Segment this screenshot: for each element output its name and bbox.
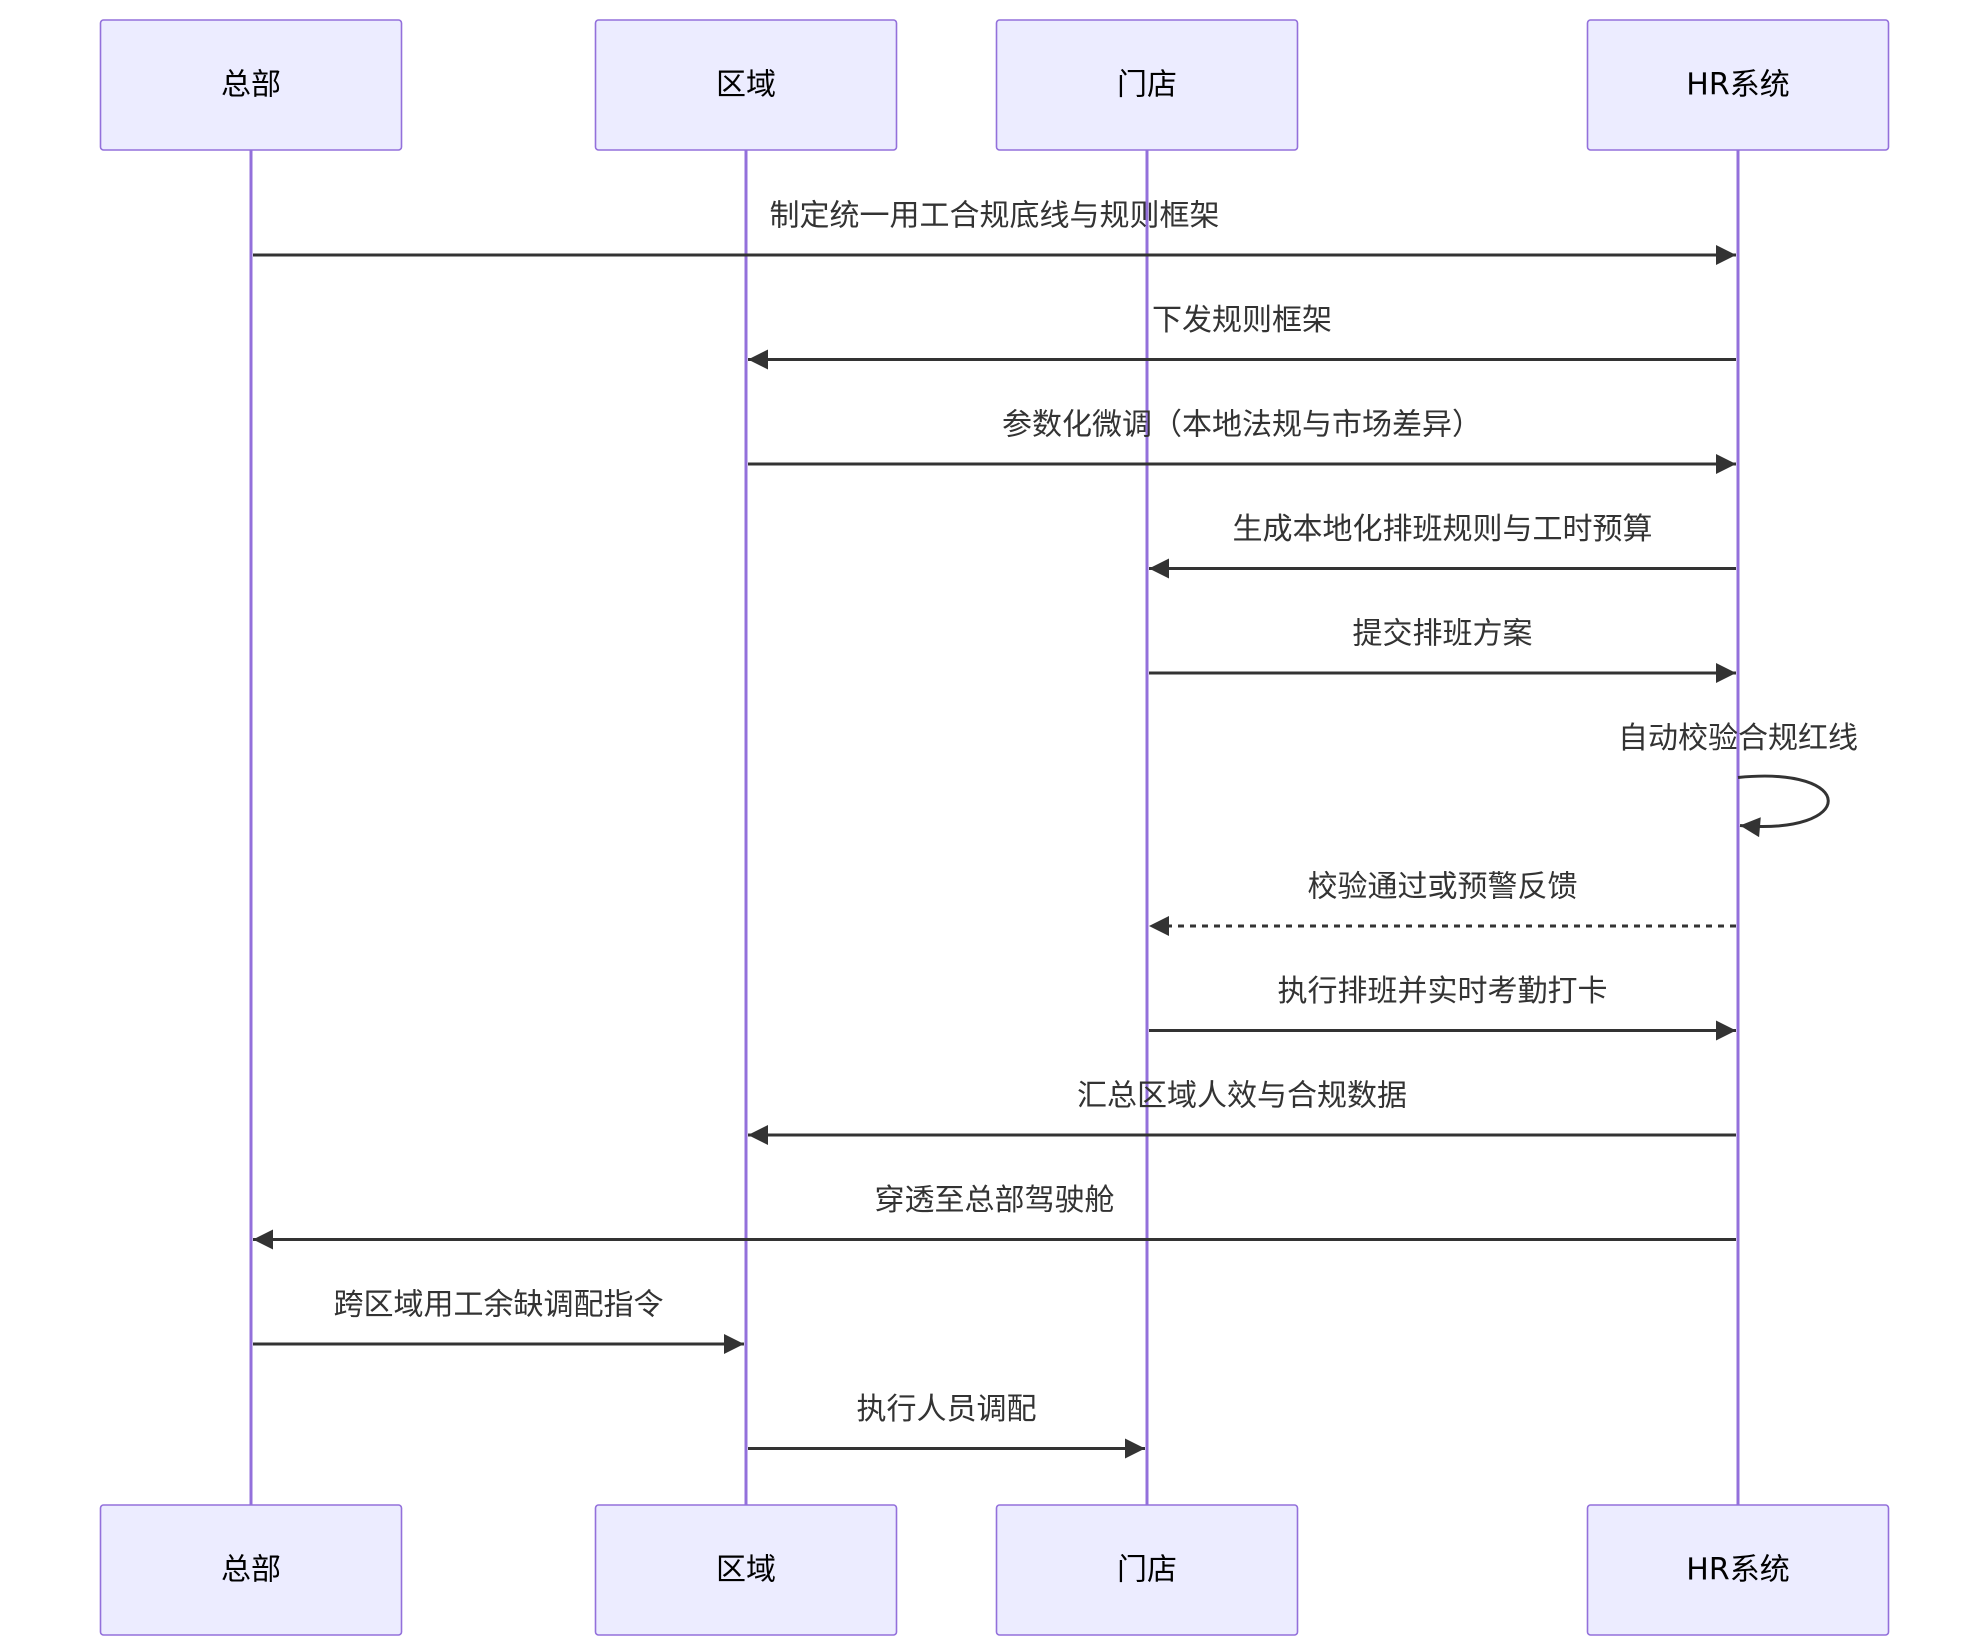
message-11: 跨区域用工余缺调配指令 [253, 1288, 744, 1354]
actor-region-top: 区域 [594, 19, 898, 151]
actor-region-bottom: 区域 [594, 1504, 898, 1636]
message-6: 自动校验合规红线 [1618, 721, 1858, 838]
message-10: 穿透至总部驾驶舱 [253, 1183, 1736, 1250]
message-4: 生成本地化排班规则与工时预算 [1149, 512, 1736, 579]
actor-hq-top: 总部 [99, 19, 403, 151]
message-label: 自动校验合规红线 [1618, 721, 1858, 756]
message-label: 制定统一用工合规底线与规则框架 [770, 199, 1220, 234]
message-8: 执行排班并实时考勤打卡 [1149, 974, 1736, 1041]
actor-label: 门店 [1117, 68, 1177, 103]
actor-hr-top: HR系统 [1586, 19, 1890, 151]
message-5: 提交排班方案 [1149, 617, 1736, 683]
actor-hr-bottom: HR系统 [1586, 1504, 1890, 1636]
actor-label: 总部 [221, 1553, 281, 1588]
actor-label: HR系统 [1686, 68, 1789, 103]
actor-box [995, 19, 1299, 151]
actor-label: 区域 [716, 1553, 776, 1588]
message-1: 制定统一用工合规底线与规则框架 [253, 199, 1736, 265]
actor-label: 门店 [1117, 1553, 1177, 1588]
actor-box [594, 19, 898, 151]
message-2: 下发规则框架 [748, 303, 1736, 370]
message-label: 汇总区域人效与合规数据 [1077, 1079, 1407, 1114]
actor-hq-bottom: 总部 [99, 1504, 403, 1636]
message-3: 参数化微调（本地法规与市场差异） [748, 408, 1736, 474]
message-12: 执行人员调配 [748, 1392, 1145, 1459]
message-label: 生成本地化排班规则与工时预算 [1233, 512, 1653, 547]
message-label: 参数化微调（本地法规与市场差异） [1002, 408, 1482, 443]
message-label: 穿透至总部驾驶舱 [875, 1183, 1115, 1218]
actor-box [1586, 1504, 1890, 1636]
message-9: 汇总区域人效与合规数据 [748, 1079, 1736, 1145]
message-label: 跨区域用工余缺调配指令 [334, 1288, 664, 1323]
actor-box [594, 1504, 898, 1636]
actors-top: 总部 区域 门店 HR系统 [99, 19, 1890, 151]
message-self-loop [1737, 774, 1830, 838]
actor-store-bottom: 门店 [995, 1504, 1299, 1636]
lifelines [249, 150, 1740, 1505]
actor-label: HR系统 [1686, 1553, 1789, 1588]
actor-label: 区域 [716, 68, 776, 103]
actor-label: 总部 [221, 68, 281, 103]
actors-bottom: 总部 区域 门店 HR系统 [99, 1504, 1890, 1636]
message-label: 执行人员调配 [857, 1392, 1037, 1427]
actor-store-top: 门店 [995, 19, 1299, 151]
actor-box [1586, 19, 1890, 151]
message-label: 校验通过或预警反馈 [1308, 870, 1578, 905]
message-label: 执行排班并实时考勤打卡 [1278, 974, 1608, 1009]
message-label: 提交排班方案 [1353, 617, 1533, 652]
message-7: 校验通过或预警反馈 [1149, 870, 1736, 936]
actor-box [99, 1504, 403, 1636]
actor-box [99, 19, 403, 151]
actor-box [995, 1504, 1299, 1636]
message-label: 下发规则框架 [1152, 303, 1332, 338]
